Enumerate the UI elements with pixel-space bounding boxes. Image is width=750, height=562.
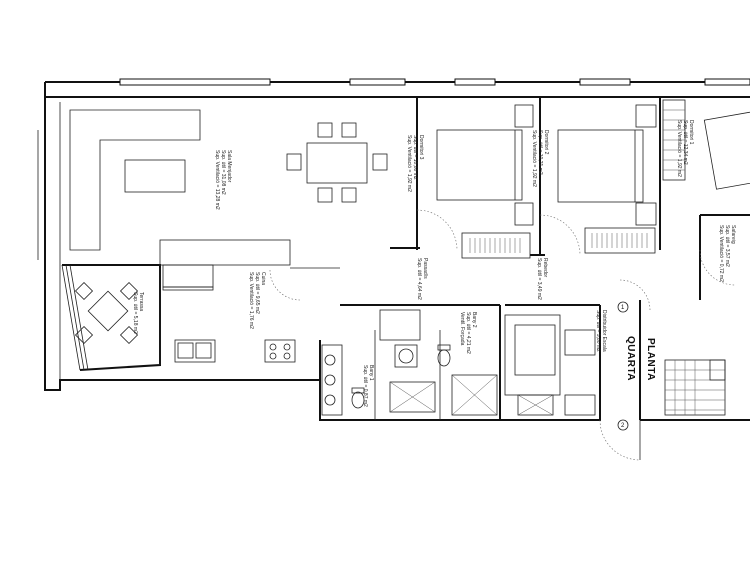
terrace-table (74, 281, 139, 345)
stair-mark-2: 2 (621, 423, 625, 429)
terrace (61, 264, 161, 371)
stair (664, 359, 726, 416)
room-label-banyo1: Bany 1 Sup. útil = 0,87 m2 (362, 365, 374, 407)
room-label-banyo2: Bany 2 Sup. útil = 4,21 m2 Ventil. Força… (459, 312, 477, 355)
level-label: PLANTA QUARTA (625, 336, 656, 381)
interior-walls (159, 97, 750, 420)
bathroom-fixtures (321, 309, 498, 416)
kitchen-appliances (162, 264, 296, 363)
door-swings (269, 209, 736, 461)
room-label-rebedor: Rebedor Sup. útil = 3,49 m2 (536, 258, 548, 300)
bedroom-3-furniture (436, 104, 534, 259)
stair-mark-2-circle (617, 419, 629, 431)
room-label-dormitori3: Dormitori 3 Sup. útil = 10,80 m2 Sup. Ve… (406, 135, 424, 192)
room-label-terrassa: Terrassa Sup. útil = 5,18 m2 (132, 292, 144, 334)
room-label-distribuidor: Distribuidor Escala Sup. útil = 5,80 m2 (595, 310, 607, 353)
room-label-dormitori2: Dormitori 2 Sup. útil = 10,21 m2 Sup. Ve… (531, 130, 549, 187)
bedroom-1-furniture (662, 99, 750, 190)
room-label-dormitori1: Dormitori 1 Sup. útil = 12,34 m2 Sup. Ve… (676, 120, 694, 177)
stair-marks: 1 2 (617, 301, 629, 431)
level-label-line-1: PLANTA (645, 338, 656, 381)
stair-mark-1: 1 (621, 305, 625, 311)
dining-table (286, 122, 388, 203)
room-label-passadis: Passadís Sup. útil = 4,64 m2 (416, 258, 428, 300)
kitchen-counter (69, 109, 291, 266)
elevator (504, 314, 596, 416)
room-label-cuina: Cuina Sup. útil = 9,65 m2 Sup. Ventilaci… (248, 272, 266, 329)
bedroom-2-furniture (557, 104, 657, 254)
room-label-safareig: Safareig Sup. útil = 3,57 m2 Sup. Ventil… (718, 225, 736, 282)
stair-mark-1-circle (617, 301, 629, 313)
level-label-line-2: QUARTA (625, 336, 636, 381)
room-label-sala: Sala Menjador Sup. útil = 31,08 m2 Sup. … (214, 150, 232, 210)
room-labels: Sala Menjador Sup. útil = 31,08 m2 Sup. … (132, 120, 736, 407)
